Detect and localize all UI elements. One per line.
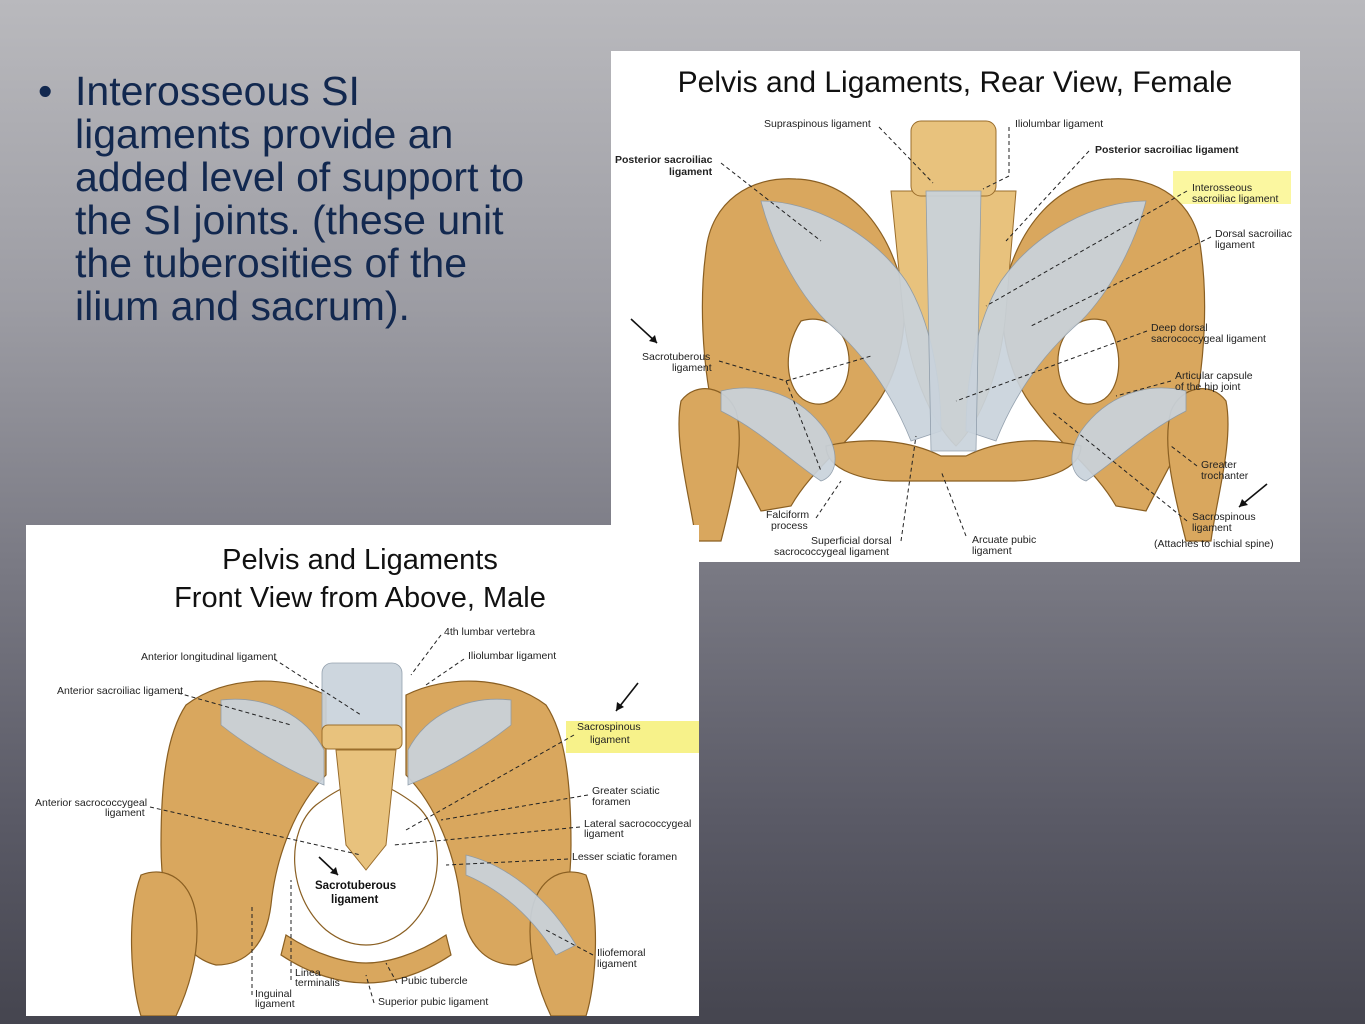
rear-view-labels: Supraspinous ligament Iliolumbar ligamen… xyxy=(615,118,1292,558)
bullet-line: Interosseous SI xyxy=(75,68,360,114)
label-greater-trochanter-2: trochanter xyxy=(1201,470,1249,482)
label-sacrotuberous-2: ligament xyxy=(331,894,378,906)
label-deep-dorsal: Deep dorsal xyxy=(1151,322,1208,334)
label-sacrospinous-2: ligament xyxy=(1192,522,1232,534)
rear-view-title: Pelvis and Ligaments, Rear View, Female xyxy=(678,66,1233,99)
label-iliofemoral-2: ligament xyxy=(597,958,637,970)
label-iliolumbar: Iliolumbar ligament xyxy=(468,650,556,662)
label-linea-terminalis-2: terminalis xyxy=(295,977,340,989)
bullet-line: the SI joints. (these unit xyxy=(75,197,504,243)
sacrospinous-highlight xyxy=(566,721,699,753)
label-greater-sciatic: Greater sciatic xyxy=(592,785,660,797)
front-view-title-line-1: Pelvis and Ligaments xyxy=(222,544,498,576)
bullet-dot: • xyxy=(38,68,53,114)
label-dorsal-si: Dorsal sacroiliac xyxy=(1215,228,1292,240)
label-arcuate-pubic: Arcuate pubic xyxy=(972,534,1036,546)
label-falciform-2: process xyxy=(771,520,808,532)
label-falciform: Falciform xyxy=(766,509,809,521)
label-sacrotuberous: Sacrotuberous xyxy=(642,351,710,363)
label-iliolumbar: Iliolumbar ligament xyxy=(1015,118,1103,130)
bullet-line: the tuberosities of the xyxy=(75,240,468,286)
label-articular-capsule-2: of the hip joint xyxy=(1175,381,1240,393)
rear-pelvis-drawing xyxy=(678,120,1229,542)
label-greater-trochanter: Greater xyxy=(1201,459,1237,471)
bullet-line: ligaments provide an xyxy=(75,111,454,157)
label-supraspinous: Supraspinous ligament xyxy=(764,118,871,130)
bullet-line: ilium and sacrum). xyxy=(75,283,410,329)
label-articular-capsule: Articular capsule xyxy=(1175,370,1253,382)
label-interosseous: Interosseous xyxy=(1192,182,1252,194)
label-lateral-sacrococcygeal-2: ligament xyxy=(584,828,624,840)
label-sacrospinous: Sacrospinous xyxy=(1192,511,1256,523)
label-superior-pubic: Superior pubic ligament xyxy=(378,996,488,1008)
label-superficial-dorsal: Superficial dorsal xyxy=(811,535,892,547)
label-inguinal-2: ligament xyxy=(255,998,295,1010)
label-anterior-si: Anterior sacroiliac ligament xyxy=(57,685,183,697)
rear-view-figure: Pelvis and Ligaments, Rear View, Female … xyxy=(611,51,1300,562)
label-dorsal-si-2: ligament xyxy=(1215,239,1255,251)
label-anterior-sacrococcygeal: Anterior sacrococcygeal xyxy=(35,797,147,809)
bullet-line: added level of support to xyxy=(75,154,525,200)
slide-bullet-text: • Interosseous SI ligaments provide an a… xyxy=(38,70,598,328)
arrow-head-icon xyxy=(1239,499,1248,507)
label-pubic-tubercle: Pubic tubercle xyxy=(401,975,468,987)
label-sacrotuberous-2: ligament xyxy=(672,362,712,374)
front-pelvis-drawing xyxy=(130,662,597,1016)
label-greater-sciatic-2: foramen xyxy=(592,796,631,808)
front-view-labels: 4th lumbar vertebra Anterior longitudina… xyxy=(35,626,691,1010)
label-interosseous-2: sacroiliac ligament xyxy=(1192,193,1278,205)
label-posterior-si-left-2: ligament xyxy=(669,166,713,178)
arrow-head-icon xyxy=(330,867,338,875)
interosseous-highlight xyxy=(1173,171,1291,204)
label-linea-terminalis: Linea xyxy=(295,967,321,979)
label-posterior-si-left: Posterior sacroiliac xyxy=(615,154,713,166)
front-view-figure: Pelvis and Ligaments Front View from Abo… xyxy=(26,525,699,1016)
label-arcuate-pubic-2: ligament xyxy=(972,545,1012,557)
label-sacrospinous-2: ligament xyxy=(590,734,630,746)
label-inguinal: Inguinal xyxy=(255,988,292,1000)
label-lateral-sacrococcygeal: Lateral sacrococcygeal xyxy=(584,818,691,830)
label-anterior-sacrococcygeal-2: ligament xyxy=(105,807,145,819)
arrow-head-icon xyxy=(649,335,657,343)
rear-view-illustration: Pelvis and Ligaments, Rear View, Female … xyxy=(615,66,1292,558)
label-superficial-dorsal-2: sacrococcygeal ligament xyxy=(774,546,889,558)
arrow-head-icon xyxy=(616,702,624,711)
label-lesser-sciatic: Lesser sciatic foramen xyxy=(572,851,677,863)
label-iliofemoral: Iliofemoral xyxy=(597,947,645,959)
label-anterior-longitudinal: Anterior longitudinal ligament xyxy=(141,651,276,663)
label-attaches-ischial-spine: (Attaches to ischial spine) xyxy=(1154,538,1274,550)
label-sacrotuberous: Sacrotuberous xyxy=(315,880,396,892)
front-view-illustration: Pelvis and Ligaments Front View from Abo… xyxy=(35,544,699,1016)
label-4th-lumbar: 4th lumbar vertebra xyxy=(444,626,535,638)
front-view-title-line-2: Front View from Above, Male xyxy=(174,582,546,614)
label-sacrospinous: Sacrospinous xyxy=(577,721,641,733)
label-posterior-si-right: Posterior sacroiliac ligament xyxy=(1095,144,1239,156)
label-deep-dorsal-2: sacrococcygeal ligament xyxy=(1151,333,1266,345)
